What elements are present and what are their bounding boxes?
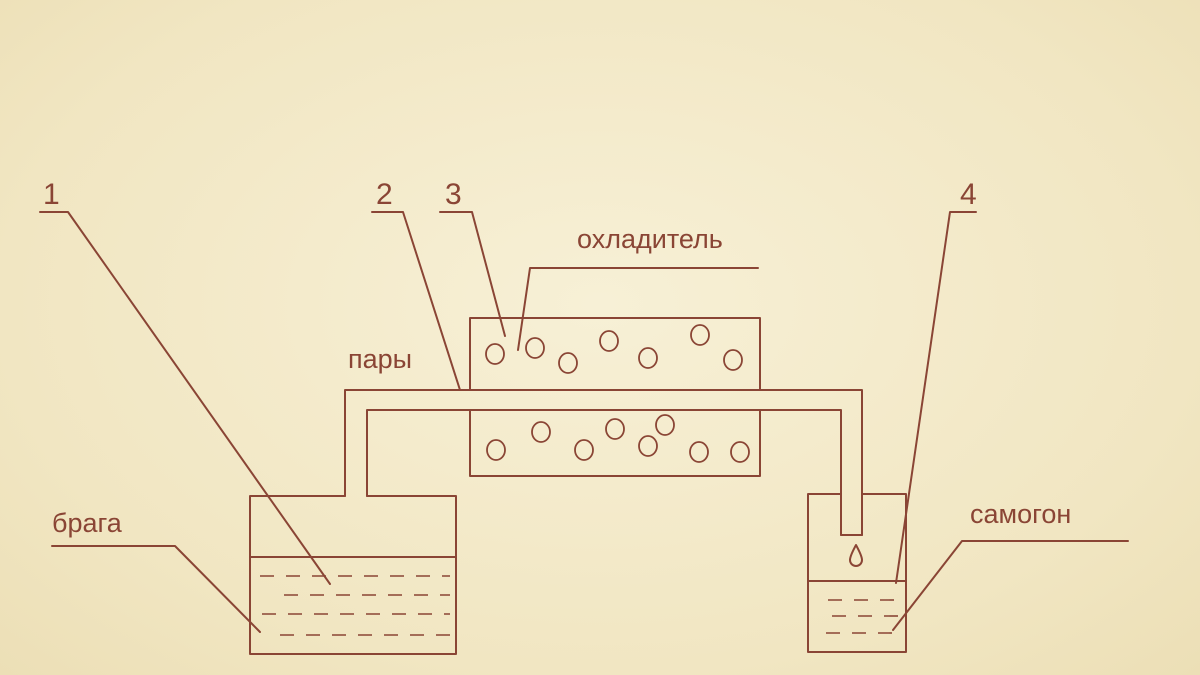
coolant-bubble bbox=[730, 441, 750, 463]
vapor-pipe-inner-wall bbox=[366, 409, 842, 536]
coolant-bubble bbox=[485, 343, 505, 365]
coolant-bubble bbox=[655, 414, 675, 436]
coolant-bubble bbox=[486, 439, 506, 461]
label-mash: брага bbox=[52, 508, 123, 538]
mash-vessel-body bbox=[249, 495, 457, 655]
vapor-pipe-outer-wall bbox=[344, 389, 863, 536]
leader-line-3 bbox=[439, 211, 506, 337]
moonshine-vessel-body bbox=[807, 493, 907, 653]
leader-line-2 bbox=[371, 211, 461, 391]
coolant-bubble bbox=[689, 441, 709, 463]
coolant-bubble bbox=[558, 352, 578, 374]
label-number-3: 3 bbox=[445, 178, 462, 211]
coolant-bubble bbox=[723, 349, 743, 371]
label-cooler: охладитель bbox=[577, 224, 723, 254]
coolant-bubble bbox=[690, 324, 710, 346]
cooler-upper-block bbox=[469, 317, 761, 391]
leader-line-moonshine bbox=[892, 540, 1129, 631]
mash-vessel bbox=[249, 495, 457, 655]
coolant-bubble bbox=[525, 337, 545, 359]
leader-line-4 bbox=[895, 211, 977, 584]
leader-line-cooler bbox=[517, 267, 759, 351]
coolant-bubble bbox=[605, 418, 625, 440]
label-number-1: 1 bbox=[43, 178, 60, 211]
leader-lines bbox=[39, 211, 1129, 633]
coolant-bubble bbox=[638, 347, 658, 369]
coolant-bubble bbox=[599, 330, 619, 352]
leader-line-mash bbox=[51, 545, 261, 633]
coolant-bubble bbox=[638, 435, 658, 457]
label-moonshine: самогон bbox=[970, 499, 1071, 529]
leader-line-1 bbox=[39, 211, 331, 585]
coolant-bubble bbox=[574, 439, 594, 461]
coolant-bubble bbox=[531, 421, 551, 443]
vapor-pipe bbox=[344, 389, 863, 536]
cooler-bubbles bbox=[485, 324, 750, 463]
label-number-4: 4 bbox=[960, 178, 977, 211]
moonshine-vessel bbox=[807, 493, 907, 653]
label-number-2: 2 bbox=[376, 178, 393, 211]
droplet-icon bbox=[849, 544, 863, 567]
label-vapors: пары bbox=[348, 344, 412, 374]
